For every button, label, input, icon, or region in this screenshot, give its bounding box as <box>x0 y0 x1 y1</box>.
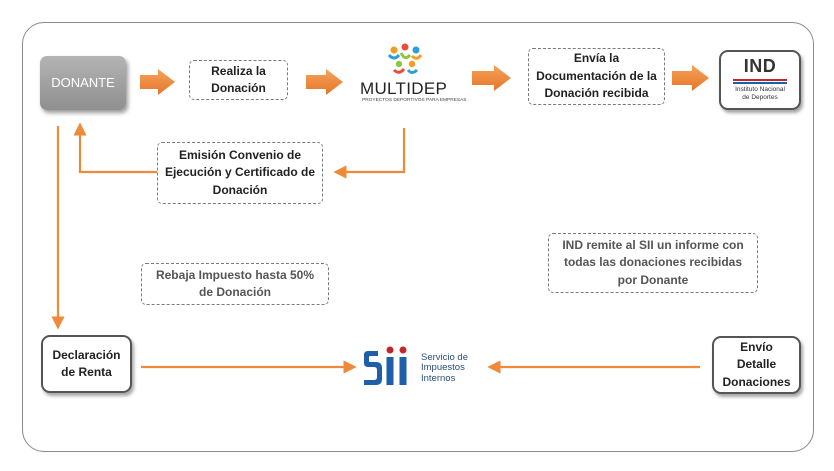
ind-name: IND <box>743 56 777 77</box>
line-emision-to-donante <box>73 122 157 174</box>
envio-line-1: Envío <box>740 339 773 354</box>
envia-line-1: Envía la <box>573 51 620 66</box>
line-multidep-to-emision <box>333 128 406 179</box>
rebaja-line-1: Rebaja Impuesto hasta 50% <box>155 267 315 282</box>
donante-node: DONANTE <box>40 56 126 110</box>
multidep-tagline: PROYECTOS DEPORTIVOS PARA EMPRESAS <box>362 98 467 103</box>
emision-line-1: Emisión Convenio de <box>178 147 301 162</box>
sii-subtitle: Servicio de Impuestos Internos <box>421 352 468 384</box>
rebaja-impuesto-box: Rebaja Impuesto hasta 50% de Donación <box>141 263 329 305</box>
ind-remite-line-2: todas las donaciones recibidas <box>563 255 743 270</box>
ind-subtitle-2: de Deportes <box>742 94 778 102</box>
ind-subtitle-1: Instituto Nacional <box>735 86 785 94</box>
arrow-realiza-to-multidep <box>306 69 343 95</box>
declaracion-renta-box: Declaración de Renta <box>41 335 132 393</box>
envio-line-3: Donaciones <box>722 374 791 389</box>
multidep-logo: MULTIDEP PROYECTOS DEPORTIVOS PARA EMPRE… <box>356 40 467 110</box>
envia-line-2: Documentación de la <box>536 68 657 83</box>
sii-mark-icon <box>364 346 407 385</box>
multidep-name: MULTIDEP <box>360 79 448 98</box>
envio-line-2: Detalle <box>736 357 777 372</box>
emision-line-2: Ejecución y Certificado de <box>164 165 316 180</box>
declaracion-line-1: Declaración <box>52 347 121 362</box>
envio-detalle-box: Envío Detalle Donaciones <box>712 336 801 394</box>
emision-convenio-box: Emisión Convenio de Ejecución y Certific… <box>157 142 323 204</box>
ind-remite-line-1: IND remite al SII un informe con <box>562 237 744 252</box>
multidep-figures-icon <box>387 43 423 74</box>
envia-documentacion-box: Envía la Documentación de la Donación re… <box>528 48 665 105</box>
realiza-donacion-box: Realiza la Donación <box>189 60 288 100</box>
arrow-donante-to-realiza <box>140 69 175 95</box>
arrow-envia-to-ind <box>672 65 709 91</box>
realiza-line-2: Donación <box>211 81 266 95</box>
envia-line-3: Donación recibida <box>544 86 649 101</box>
sii-subtitle-1: Servicio de <box>421 352 468 363</box>
ind-logo-box: IND Instituto Nacional de Deportes <box>719 50 801 110</box>
emision-line-3: Donación <box>212 182 268 197</box>
sii-subtitle-2: Impuestos <box>421 362 465 374</box>
declaracion-line-2: de Renta <box>61 365 112 379</box>
ind-red-stripe <box>733 79 787 82</box>
ind-remite-line-3: por Donante <box>617 272 689 287</box>
donante-label: DONANTE <box>51 74 115 90</box>
ind-blue-stripe <box>733 82 787 85</box>
ind-remite-box: IND remite al SII un informe con todas l… <box>548 233 758 293</box>
realiza-line-1: Realiza la <box>211 63 266 78</box>
sii-logo: Servicio de Impuestos Internos <box>362 343 482 389</box>
arrow-multidep-to-envia <box>472 65 511 91</box>
sii-subtitle-3: Internos <box>421 372 456 384</box>
rebaja-line-2: de Donación <box>198 285 271 299</box>
